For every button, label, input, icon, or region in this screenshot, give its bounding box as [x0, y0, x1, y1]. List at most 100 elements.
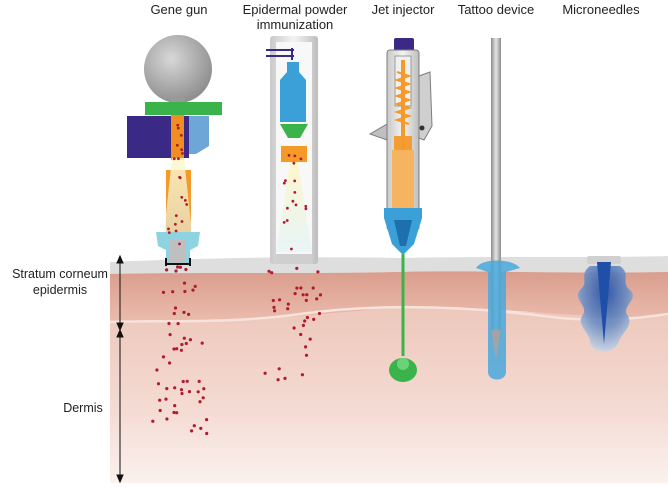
particle-dot: [299, 286, 303, 290]
label-epidermis: epidermis: [32, 283, 88, 297]
particle-dot: [286, 206, 289, 210]
particle-dot: [283, 376, 287, 380]
particle-dot: [188, 338, 192, 342]
microneedle-base-plate: [587, 256, 621, 264]
particle-dot: [184, 267, 188, 272]
particle-dot: [292, 326, 296, 330]
dermis-layer: [110, 299, 668, 483]
particle-dot: [164, 397, 168, 401]
particle-dot: [285, 219, 289, 222]
particle-dot: [173, 404, 177, 408]
particle-dot: [184, 341, 188, 346]
skin: [109, 256, 668, 483]
jet-injector-orange-chamber: [392, 150, 414, 208]
particle-dot: [270, 271, 274, 275]
gene-gun-particles: [151, 123, 209, 436]
particle-dot: [182, 310, 186, 314]
particle-dot: [198, 400, 202, 404]
particle-dot: [290, 247, 293, 251]
particle-dot: [172, 347, 176, 351]
particle-dot: [311, 286, 315, 290]
particle-dot: [180, 342, 184, 347]
title-epidermal-powder-line-2: immunization: [256, 17, 334, 32]
particle-dot: [295, 286, 299, 290]
particle-dot: [271, 298, 275, 303]
particle-dot: [202, 387, 206, 391]
particle-dot: [165, 387, 169, 391]
particle-dot: [301, 323, 305, 327]
particle-dot: [304, 204, 308, 208]
particle-dot: [167, 227, 170, 231]
jet-injector-blue-collar: [384, 208, 422, 218]
particle-dot: [173, 386, 177, 390]
particle-dot: [276, 378, 280, 382]
particle-dot: [305, 293, 309, 297]
particle-dot: [182, 336, 186, 340]
tattoo-device: [476, 38, 520, 380]
particle-dot: [312, 317, 316, 321]
particle-dot: [272, 305, 276, 309]
particle-dot: [156, 382, 161, 386]
particle-dot: [161, 290, 166, 294]
particle-dot: [180, 148, 184, 152]
particle-dot: [182, 281, 187, 285]
particle-dot: [176, 322, 180, 326]
particle-dot: [173, 306, 178, 310]
particle-dot: [178, 175, 182, 179]
particle-dot: [172, 410, 176, 415]
powder-gas-canister: [280, 62, 306, 122]
jet-injector-device: [368, 38, 433, 382]
particle-dot: [178, 242, 181, 246]
particle-dot: [181, 152, 184, 155]
title-jet-injector: Jet injector: [371, 2, 435, 17]
particle-dot: [179, 348, 183, 352]
particle-dot: [292, 161, 296, 165]
particle-dot: [200, 341, 204, 345]
particle-dot: [181, 379, 185, 384]
particle-dot: [196, 390, 200, 394]
jet-injector-side-lever: [368, 123, 388, 141]
microneedle-shaft: [597, 262, 611, 344]
particle-dot: [318, 293, 323, 297]
powder-spray-cone: [276, 162, 312, 252]
particle-dot: [282, 221, 286, 224]
epidermal-powder-particles: [263, 154, 323, 382]
particle-dot: [291, 199, 295, 203]
title-tattoo-device: Tattoo device: [457, 2, 535, 17]
powder-green-funnel: [280, 124, 308, 138]
particle-dot: [193, 284, 197, 288]
particle-dot: [199, 426, 203, 430]
particle-dot: [286, 307, 290, 311]
particle-dot: [277, 367, 281, 371]
particle-dot: [175, 347, 179, 351]
particle-dot: [273, 309, 277, 313]
particle-dot: [176, 123, 180, 127]
particle-dot: [301, 293, 305, 297]
particle-dot: [176, 265, 180, 269]
jet-injector-trigger: [418, 71, 433, 141]
particle-dot: [183, 289, 187, 294]
particle-dot: [300, 373, 304, 377]
stratum-corneum-layer: [110, 256, 668, 274]
particle-dot: [303, 319, 307, 323]
epidermis-layer: [110, 269, 668, 322]
particle-dot: [191, 288, 195, 292]
tattoo-needle: [491, 38, 501, 338]
particle-dot: [172, 311, 176, 316]
particle-dot: [205, 418, 209, 422]
particle-dot: [190, 429, 194, 433]
particle-dot: [174, 269, 178, 273]
particle-dot: [299, 332, 303, 337]
microneedles-device: [577, 256, 633, 352]
particle-dot: [167, 231, 171, 235]
particle-dot: [177, 157, 180, 161]
particle-dot: [187, 312, 191, 316]
particle-dot: [158, 408, 162, 413]
particle-dot: [293, 179, 297, 183]
title-microneedles: Microneedles: [562, 2, 640, 17]
powder-cassette: [281, 146, 307, 162]
particle-dot: [305, 315, 309, 320]
particle-dot: [180, 391, 184, 396]
particle-dot: [293, 191, 297, 194]
